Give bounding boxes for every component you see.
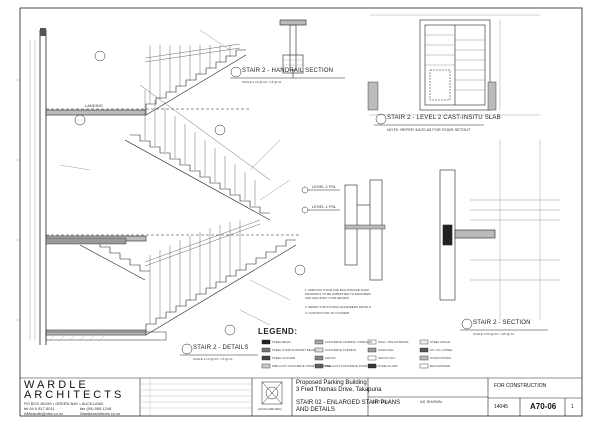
company-name-line2: ARCHITECTS bbox=[24, 389, 125, 401]
landing-label: LANDING bbox=[85, 103, 103, 108]
legend-item: STEEL STAIR SUPPORT BEAM bbox=[272, 348, 316, 352]
legend-item: GROUT FILL bbox=[378, 356, 396, 360]
note-2: 2. REFER STRUCTURAL ENGINEERS DETAILS bbox=[305, 305, 372, 309]
project-address: 3 Fred Thomas Drive, Takapuna bbox=[296, 387, 382, 393]
company-email: AMwardle@xtra.co.nz bbox=[24, 411, 64, 416]
legend-item: STAIR NOSING bbox=[430, 356, 452, 360]
project-name: Proposed Parking Building bbox=[296, 380, 367, 386]
level2-slab-note: NOTE: REFER 3/A70-05 FOR STAIR SETOUT bbox=[387, 127, 471, 132]
stair-details-title: STAIR 2 - DETAILS bbox=[193, 345, 249, 351]
level2-slab-title: STAIR 2 - LEVEL 2 CAST-INSITU SLAB bbox=[387, 115, 501, 121]
drawing-status: FOR CONSTRUCTION bbox=[494, 383, 547, 389]
legend-item: CONCRETE TOPPING bbox=[325, 348, 357, 352]
level-1-label: LEVEL 1 FSL bbox=[312, 204, 337, 209]
legend-item: STEEL COLUMN bbox=[272, 356, 296, 360]
stair-section-scale: SCALE 1:50 @ A3 / 1:25 @ A1 bbox=[473, 332, 515, 336]
revision-number: 1 bbox=[571, 404, 574, 410]
company-web: Wardlearchitects.co.nz bbox=[80, 411, 121, 416]
job-number: 14045 bbox=[494, 404, 508, 410]
registration-stamp bbox=[261, 381, 283, 405]
sheet-number: A70-06 bbox=[530, 402, 557, 411]
legend-item: PRE-CAST CONCRETE STAIR PLATE bbox=[325, 364, 378, 368]
legend-item: STEEL BEAM bbox=[272, 340, 291, 344]
drawing-title-line2: AND DETAILS bbox=[296, 407, 335, 413]
legend-item: CONCRETE LANDING / PRECAST bbox=[325, 340, 373, 344]
level-2-label: LEVEL 2 FSL bbox=[312, 184, 337, 189]
stair-details-scale: SCALE 1:10 @ A3 / 1:5 @ A1 bbox=[193, 357, 233, 361]
note-1: 1. PRECAST STAIR AND BALUSTRADE SHOP DRA… bbox=[305, 288, 371, 300]
legend-item: SS / FILL PANEL bbox=[430, 348, 453, 352]
note-3: 3. CONTRACTOR TO CONFIRM bbox=[305, 311, 350, 315]
legend-item: BALUSTRADE bbox=[430, 364, 451, 368]
legend-title: LEGEND: bbox=[258, 327, 298, 336]
stamp-text: AUCKLAND REG bbox=[258, 407, 282, 411]
legend-item: PRE-CAST CONCRETE STAIR & LANDING bbox=[272, 364, 332, 368]
stair-section-title: STAIR 2 - SECTION bbox=[473, 320, 531, 326]
company-address: PO BOX 80199 • GREEN BAY • AUCKLAND bbox=[24, 401, 104, 406]
handrail-section-title: STAIR 2 - HANDRAIL SECTION bbox=[242, 68, 334, 74]
legend-item: STEEL ANGLE bbox=[430, 340, 451, 344]
legend-item: WALL / BALUSTRADE bbox=[378, 340, 409, 344]
company-phone: tel 64 9 817 8011 bbox=[24, 406, 55, 411]
drawing-title-line1: STAIR 02 - ENLARGED STAIR PLANS bbox=[296, 400, 401, 406]
drawing-scale: AS SHOWN bbox=[420, 399, 442, 404]
company-name-line1: WARDLE bbox=[24, 379, 89, 391]
drawing-date: OCT 2014 bbox=[372, 399, 391, 404]
legend-item: HAND RAIL bbox=[378, 348, 395, 352]
handrail-section-scale: SCALE 1:10 @ A3 / 1:5 @ A1 bbox=[242, 80, 282, 84]
legend-item: STEEL PLATE bbox=[378, 364, 398, 368]
legend-item: GROUT bbox=[325, 356, 336, 360]
company-fax: fax (09) 555 1248 bbox=[80, 406, 112, 411]
